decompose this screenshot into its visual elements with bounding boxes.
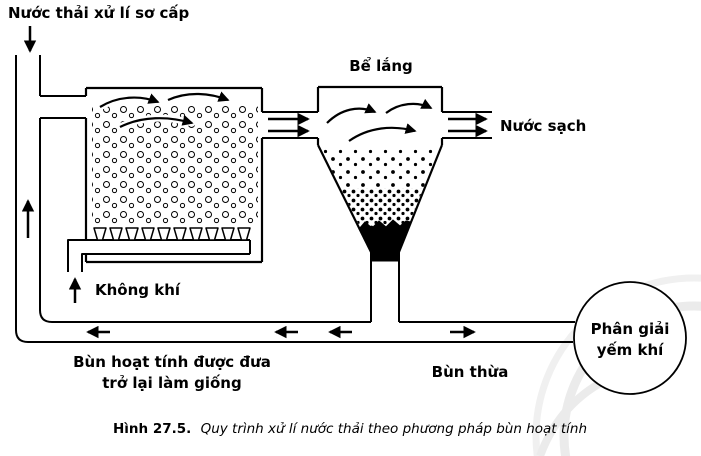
watermark-arc	[532, 274, 701, 456]
diffuser-nozzle	[205, 227, 219, 241]
anaerobic-digester: Phân giải yếm khí	[573, 281, 687, 395]
bottom-labels: Bùn hoạt tính được đưa trở lại làm giống…	[73, 353, 508, 392]
settling-tank-label: Bể lắng	[349, 56, 413, 75]
return-sludge-label-line2: trở lại làm giống	[102, 373, 241, 392]
clean-water-outlet: Nước sạch	[442, 111, 586, 139]
caption-text: Quy trình xử lí nước thải theo phương ph…	[201, 421, 587, 437]
recycle-pipe	[15, 55, 575, 343]
diffuser-nozzle	[125, 227, 139, 241]
transfer-pipe	[262, 111, 318, 139]
figure-caption: Hình 27.5. Quy trình xử lí nước thải the…	[113, 421, 587, 437]
clean-water-label: Nước sạch	[500, 117, 586, 135]
return-sludge-label-line1: Bùn hoạt tính được đưa	[73, 353, 271, 371]
diffuser-nozzle	[93, 227, 107, 241]
air-label: Không khí	[95, 281, 181, 299]
inlet: Nước thải xử lí sơ cấp	[8, 4, 190, 53]
digester-label-line1: Phân giải	[591, 320, 670, 338]
air-diffuser	[67, 227, 251, 272]
diffuser-nozzle	[109, 227, 123, 241]
diffuser-nozzle	[221, 227, 235, 241]
pipe-outer-line	[15, 55, 573, 343]
diffuser-header-top	[67, 239, 250, 272]
digester-label-line2: yếm khí	[597, 340, 664, 359]
watermark-arc	[559, 301, 701, 456]
diffuser-nozzle	[141, 227, 155, 241]
diffuser-nozzle	[173, 227, 187, 241]
settler-flow-arrows	[326, 98, 433, 142]
inlet-label: Nước thải xử lí sơ cấp	[8, 4, 190, 22]
settled-sludge	[358, 219, 412, 262]
settling-tank: Bể lắng	[316, 56, 444, 322]
diffuser-nozzle	[189, 227, 203, 241]
diffuser-nozzle	[157, 227, 171, 241]
settling-particles	[320, 148, 440, 234]
diffuser-header-bottom	[81, 253, 250, 272]
pipe-inner-line	[39, 118, 371, 323]
caption-number: Hình 27.5.	[113, 421, 191, 437]
aeration-tank: Không khí	[67, 86, 264, 303]
digester-circle	[573, 281, 687, 395]
tank-flow-arrows	[96, 90, 232, 131]
excess-sludge-label: Bùn thừa	[432, 363, 509, 381]
diffuser-nozzle	[237, 227, 251, 241]
